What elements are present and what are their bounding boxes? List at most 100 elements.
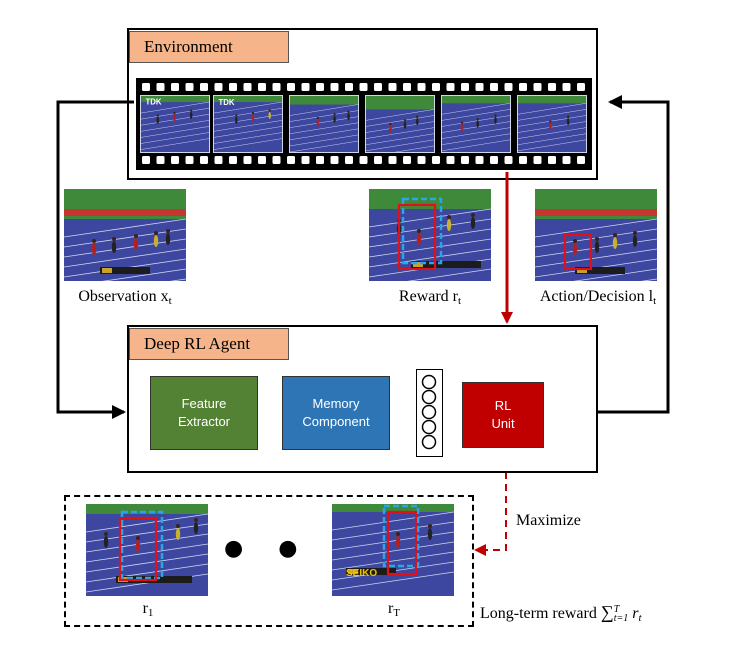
- film-perforation: [345, 156, 353, 164]
- hidden-nodes-column: [416, 369, 443, 457]
- film-perforation: [519, 83, 527, 91]
- rl-unit-block: RL Unit: [462, 382, 544, 448]
- observation-caption: Observation xt: [78, 288, 172, 307]
- maximize-label: Maximize: [516, 512, 581, 529]
- ellipsis-dots: ● ● ●: [224, 536, 366, 561]
- film-perforation: [229, 83, 237, 91]
- film-perforation: [156, 156, 165, 164]
- rT-image: SEIKO: [332, 504, 454, 596]
- film-perforation: [374, 156, 382, 164]
- film-perforation: [504, 156, 513, 164]
- maximize-arrow: [474, 448, 507, 556]
- agent-title: Deep RL Agent: [129, 328, 289, 360]
- film-strip: [136, 78, 592, 170]
- film-perforation: [548, 83, 556, 91]
- film-perforation: [562, 83, 571, 91]
- film-perforation: [171, 83, 179, 91]
- node-1: [421, 374, 437, 390]
- film-frame: TDK: [140, 95, 210, 153]
- film-perforation: [533, 83, 542, 91]
- film-perforation: [388, 156, 397, 164]
- film-perforation: [359, 156, 368, 164]
- feature-extractor-block: Feature Extractor: [150, 376, 258, 450]
- film-perforation: [214, 83, 223, 91]
- seiko-text: SEIKO: [346, 568, 377, 579]
- film-perforation: [562, 156, 571, 164]
- film-perforation: [316, 83, 324, 91]
- film-perforation: [287, 83, 295, 91]
- node-2: [421, 389, 437, 405]
- film-perforation: [475, 156, 484, 164]
- film-frame: TDK: [213, 95, 283, 153]
- film-perforation: [519, 156, 527, 164]
- film-perforation: [185, 83, 194, 91]
- film-perforation: [388, 83, 397, 91]
- film-perforation: [417, 83, 426, 91]
- film-perforation: [403, 83, 411, 91]
- film-perforation: [446, 156, 455, 164]
- r1-image: [86, 504, 208, 596]
- film-perforation: [330, 156, 339, 164]
- action-flow-line: [598, 95, 670, 414]
- film-perforations: [142, 83, 585, 164]
- tdk-text: TDK: [145, 97, 161, 106]
- film-perforation: [432, 156, 440, 164]
- film-frame: [517, 95, 587, 153]
- film-perforation: [287, 156, 295, 164]
- film-perforation: [243, 83, 252, 91]
- film-frame: [289, 95, 359, 153]
- film-perforation: [345, 83, 353, 91]
- film-perforation: [533, 156, 542, 164]
- film-perforation: [461, 83, 469, 91]
- r1-caption: r1: [142, 600, 154, 619]
- film-perforation: [229, 156, 237, 164]
- film-perforation: [417, 156, 426, 164]
- film-perforation: [330, 83, 339, 91]
- action-image: [535, 189, 657, 281]
- node-3: [421, 404, 437, 420]
- film-perforation: [548, 156, 556, 164]
- film-perforation: [301, 156, 310, 164]
- action-caption: Action/Decision lt: [539, 288, 657, 307]
- film-perforation: [185, 156, 194, 164]
- film-perforation: [446, 83, 455, 91]
- rT-caption: rT: [387, 600, 401, 619]
- film-perforation: [490, 156, 498, 164]
- film-perforation: [171, 156, 179, 164]
- environment-title: Environment: [129, 31, 289, 63]
- film-perforation: [577, 83, 585, 91]
- film-perforation: [432, 83, 440, 91]
- film-perforation: [142, 156, 150, 164]
- reward-caption: Reward rt: [398, 288, 462, 307]
- film-perforation: [490, 83, 498, 91]
- film-perforation: [258, 83, 266, 91]
- film-perforation: [200, 156, 208, 164]
- film-perforation: [403, 156, 411, 164]
- long-term-reward-panel: [64, 495, 474, 627]
- film-perforation: [504, 83, 513, 91]
- reward-image: [369, 189, 491, 281]
- film-perforation: [316, 156, 324, 164]
- film-perforation: [243, 156, 252, 164]
- film-perforation: [214, 156, 223, 164]
- tdk-text: TDK: [218, 98, 234, 107]
- node-4: [421, 419, 437, 435]
- film-perforation: [577, 156, 585, 164]
- node-5: [421, 434, 437, 450]
- film-perforation: [272, 83, 281, 91]
- film-perforation: [200, 83, 208, 91]
- film-perforation: [301, 83, 310, 91]
- film-perforation: [359, 83, 368, 91]
- film-perforation: [374, 83, 382, 91]
- film-perforation: [272, 156, 281, 164]
- sum-symbol: ∑: [600, 602, 614, 622]
- film-perforation: [475, 83, 484, 91]
- observation-flow-line: [56, 100, 134, 419]
- film-frame: [441, 95, 511, 153]
- memory-component-block: Memory Component: [282, 376, 390, 450]
- film-frame: [365, 95, 435, 153]
- film-perforation: [156, 83, 165, 91]
- observation-image: [64, 189, 186, 281]
- film-perforation: [142, 83, 150, 91]
